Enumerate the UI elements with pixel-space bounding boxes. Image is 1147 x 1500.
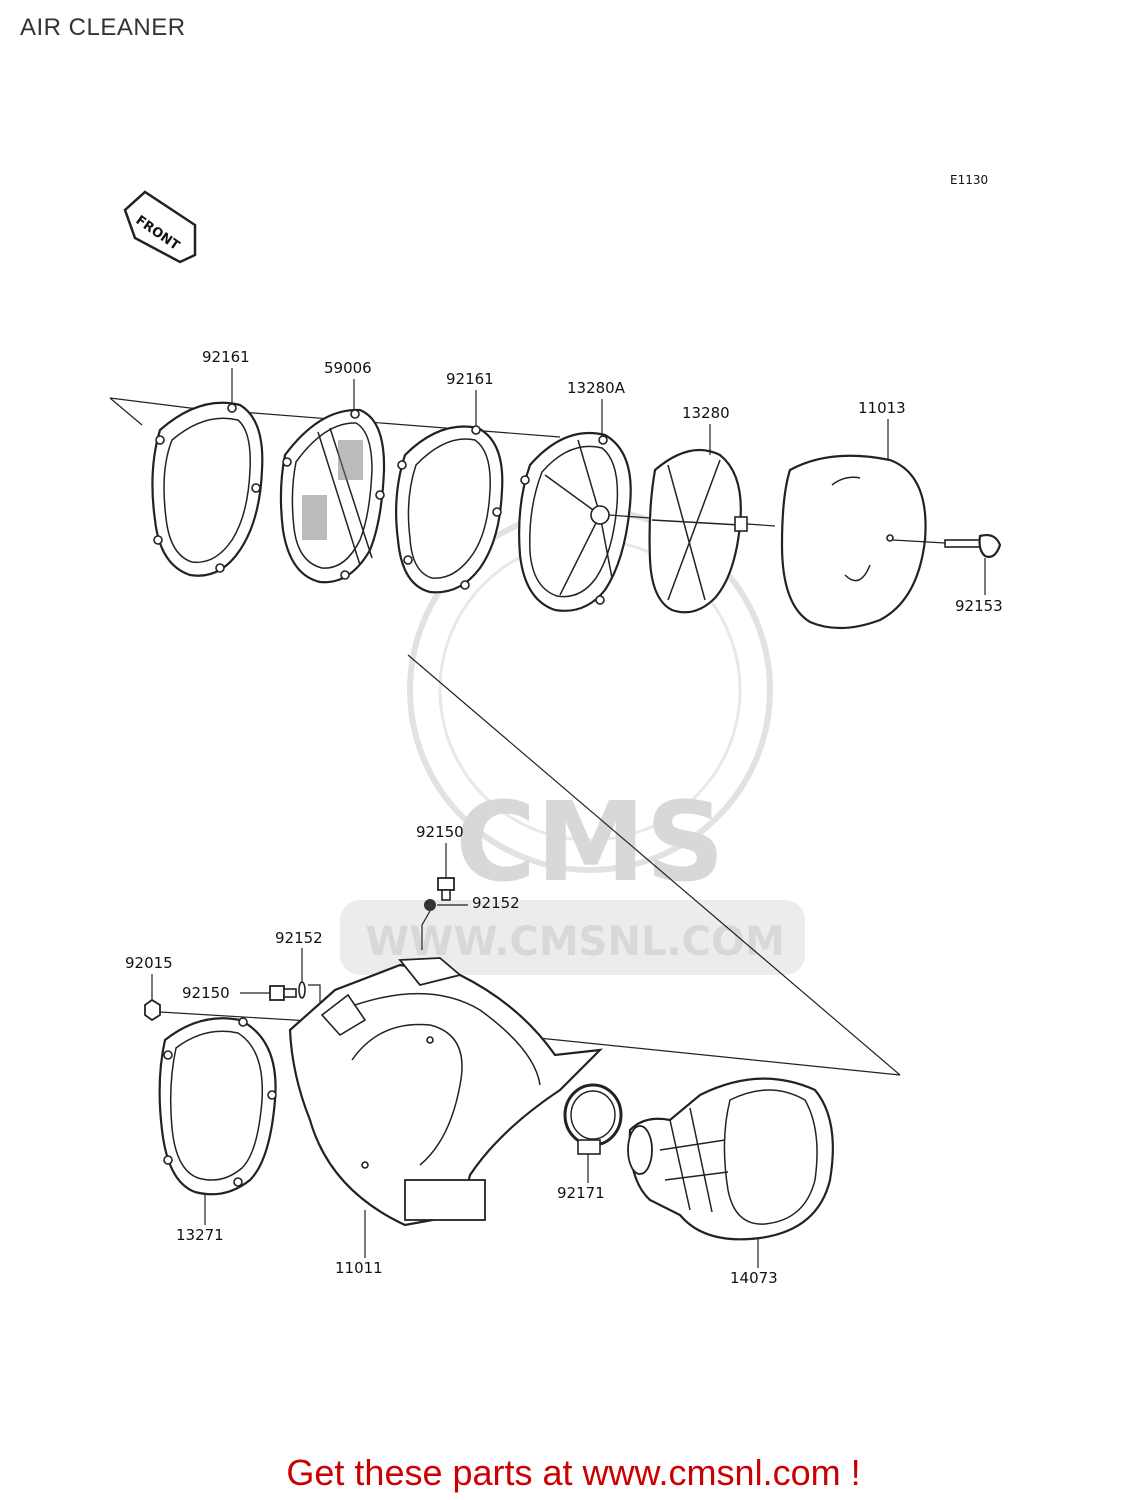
part-14073-element — [627, 1077, 834, 1241]
svg-text:92015: 92015 — [125, 954, 173, 972]
label-13280: 13280 — [682, 404, 730, 455]
svg-text:92150: 92150 — [182, 984, 230, 1002]
watermark-url: WWW.CMSNL.COM — [365, 919, 785, 965]
part-59006-screen — [279, 408, 386, 584]
svg-text:92161: 92161 — [202, 348, 250, 366]
label-13271: 13271 — [176, 1194, 224, 1244]
label-92161-left: 92161 — [202, 348, 250, 404]
reference-line-diagonal — [407, 654, 901, 1076]
part-92152-left-washer — [298, 981, 321, 1005]
page-title: AIR CLEANER — [20, 14, 186, 41]
svg-text:13280: 13280 — [682, 404, 730, 422]
svg-text:92152: 92152 — [275, 929, 323, 947]
svg-text:11013: 11013 — [858, 399, 906, 417]
label-92150-top: 92150 — [416, 823, 464, 878]
footer-banner[interactable]: Get these parts at www.cmsnl.com ! — [286, 1452, 861, 1493]
part-11013-cover — [780, 454, 946, 630]
svg-text:14073: 14073 — [730, 1269, 778, 1287]
front-arrow-icon: FRONT — [123, 190, 197, 264]
svg-text:92152: 92152 — [472, 894, 520, 912]
part-13280-frame — [648, 448, 776, 614]
label-59006: 59006 — [324, 359, 372, 410]
label-92153: 92153 — [955, 558, 1003, 615]
label-92152-top: 92152 — [472, 894, 520, 912]
part-92171-clamp — [563, 1083, 623, 1155]
part-13280A-holder — [518, 431, 651, 612]
part-92152-top-washer — [421, 899, 468, 950]
part-11011-case — [288, 957, 603, 1227]
part-92150-top-bolt — [437, 877, 455, 901]
label-13280A: 13280A — [567, 379, 626, 436]
part-92153-knob — [944, 533, 1002, 558]
label-92150-left: 92150 — [182, 984, 230, 1002]
part-92150-left-bolt — [240, 985, 297, 1001]
reference-line-upper-tick — [109, 397, 143, 426]
part-92161-left-gasket — [151, 401, 264, 577]
label-11013: 11013 — [858, 399, 906, 460]
diagram-code: E1130 — [950, 173, 988, 187]
part-92161-right-gasket — [395, 425, 504, 594]
part-13271-gasket — [158, 1017, 277, 1196]
label-92015: 92015 — [125, 954, 173, 1000]
svg-text:13280A: 13280A — [567, 379, 626, 397]
svg-text:11011: 11011 — [335, 1259, 383, 1277]
svg-text:92171: 92171 — [557, 1184, 605, 1202]
part-92015-nut — [144, 998, 161, 1022]
svg-text:92153: 92153 — [955, 597, 1003, 615]
label-14073: 14073 — [730, 1238, 778, 1287]
label-92171: 92171 — [557, 1154, 605, 1202]
label-11011: 11011 — [335, 1210, 383, 1277]
svg-text:92150: 92150 — [416, 823, 464, 841]
label-92152-left: 92152 — [275, 929, 323, 982]
svg-text:92161: 92161 — [446, 370, 494, 388]
svg-text:13271: 13271 — [176, 1226, 224, 1244]
label-92161-right: 92161 — [446, 370, 494, 426]
parts-diagram: CMS WWW.CMSNL.COM E1130 FRONT — [109, 173, 1003, 1287]
svg-text:59006: 59006 — [324, 359, 372, 377]
watermark-brand: CMS — [455, 778, 724, 906]
reference-line-upper — [109, 397, 561, 438]
